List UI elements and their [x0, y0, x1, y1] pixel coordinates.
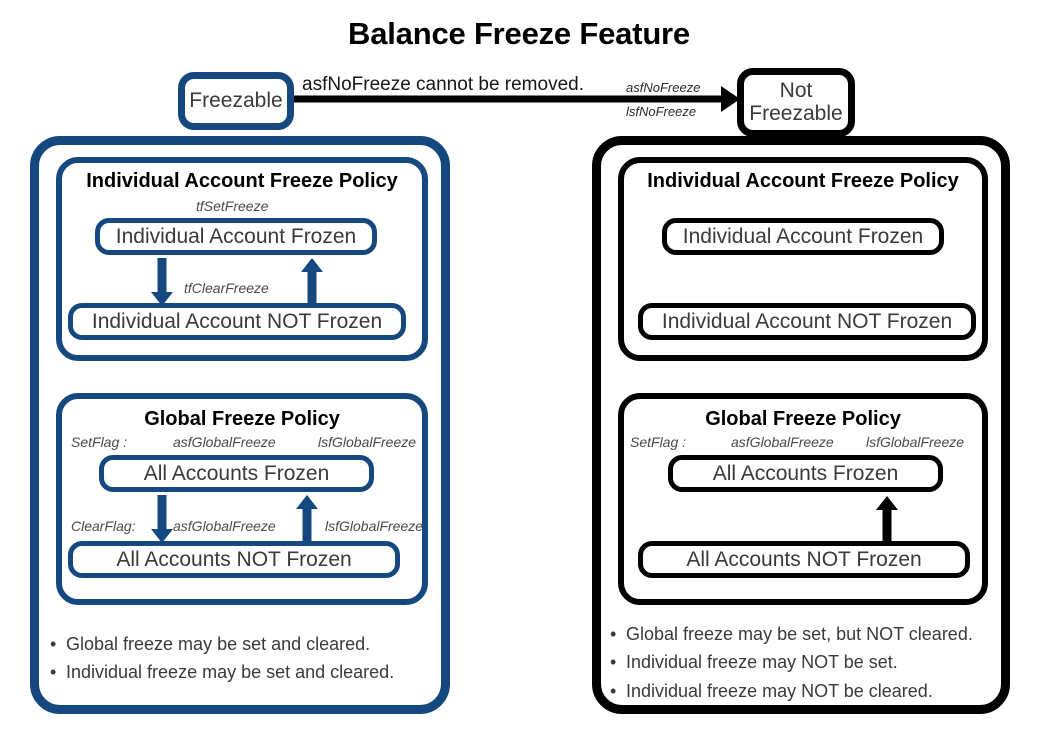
left-global-policy-title: Global Freeze Policy	[144, 408, 340, 430]
list-item-label: Individual freeze may be set and cleared…	[66, 662, 395, 683]
transition-flag-below-label: lsfNoFreeze	[626, 104, 697, 119]
list-item: • Individual freeze may NOT be set.	[610, 650, 1010, 674]
right-all-accounts-not-frozen-box: All Accounts NOT Frozen	[638, 541, 970, 578]
right-individual-policy-title: Individual Account Freeze Policy	[647, 170, 959, 192]
left-tfclearfreeze-label: tfClearFreeze	[184, 280, 269, 296]
left-tfsetfreeze-label: tfSetFreeze	[196, 198, 269, 214]
freezable-to-not-freezable-arrow	[294, 86, 740, 112]
list-item: • Global freeze may be set and cleared.	[50, 632, 440, 656]
bullet-icon: •	[610, 624, 617, 644]
left-all-accounts-not-frozen-box: All Accounts NOT Frozen	[68, 541, 400, 578]
right-panel-bullets: • Global freeze may be set, but NOT clea…	[610, 622, 1010, 707]
left-all-accounts-frozen-box: All Accounts Frozen	[99, 455, 374, 492]
right-setflag-asf-label: asfGlobalFreeze	[731, 434, 834, 450]
left-individual-account-frozen-box: Individual Account Frozen	[95, 218, 377, 255]
list-item: • Global freeze may be set, but NOT clea…	[610, 622, 1010, 646]
bullet-icon: •	[610, 680, 617, 701]
page-title: Balance Freeze Feature	[348, 16, 690, 51]
left-setflag-lsf-label: lsfGlobalFreeze	[318, 434, 417, 450]
transition-note: asfNoFreeze cannot be removed.	[302, 74, 584, 95]
right-global-set-arrow-up	[875, 496, 899, 544]
left-setflag-prefix: SetFlag :	[71, 434, 128, 450]
right-individual-account-frozen-box: Individual Account Frozen	[662, 218, 944, 255]
left-individual-policy-title: Individual Account Freeze Policy	[86, 170, 398, 192]
not-freezable-node-line2: Freezable	[749, 101, 843, 125]
left-global-clear-arrow-down	[150, 495, 174, 543]
left-panel-bullets: • Global freeze may be set and cleared. …	[50, 632, 440, 689]
list-item: • Individual freeze may be set and clear…	[50, 660, 440, 684]
left-clearflag-lsf-label: lsfGlobalFreeze	[325, 518, 424, 534]
left-individual-set-arrow-up	[300, 258, 324, 306]
left-clearflag-asf-label: asfGlobalFreeze	[173, 518, 276, 534]
bullet-icon: •	[610, 652, 617, 673]
right-global-policy-title: Global Freeze Policy	[705, 408, 901, 430]
list-item-label: Individual freeze may NOT be set.	[626, 652, 898, 673]
transition-flag-above-label: asfNoFreeze	[626, 80, 701, 95]
left-individual-account-not-frozen-box: Individual Account NOT Frozen	[68, 303, 406, 340]
left-individual-clear-arrow-down	[150, 258, 174, 306]
left-global-set-arrow-up	[295, 495, 319, 543]
left-clearflag-prefix: ClearFlag:	[71, 518, 136, 534]
right-setflag-lsf-label: lsfGlobalFreeze	[866, 434, 965, 450]
list-item-label: Global freeze may be set, but NOT cleare…	[626, 624, 973, 644]
bullet-icon: •	[50, 662, 57, 683]
freezable-node: Freezable	[178, 72, 294, 130]
not-freezable-node-line1: Not	[779, 78, 813, 102]
list-item-label: Global freeze may be set and cleared.	[66, 634, 371, 654]
left-setflag-asf-label: asfGlobalFreeze	[173, 434, 276, 450]
list-item-label: Individual freeze may NOT be cleared.	[626, 680, 933, 701]
right-individual-account-not-frozen-box: Individual Account NOT Frozen	[638, 303, 976, 340]
bullet-icon: •	[50, 634, 57, 654]
list-item: • Individual freeze may NOT be cleared.	[610, 679, 1010, 703]
right-all-accounts-frozen-box: All Accounts Frozen	[668, 455, 943, 492]
right-setflag-prefix: SetFlag :	[630, 434, 687, 450]
not-freezable-node: Not Freezable	[737, 68, 855, 137]
